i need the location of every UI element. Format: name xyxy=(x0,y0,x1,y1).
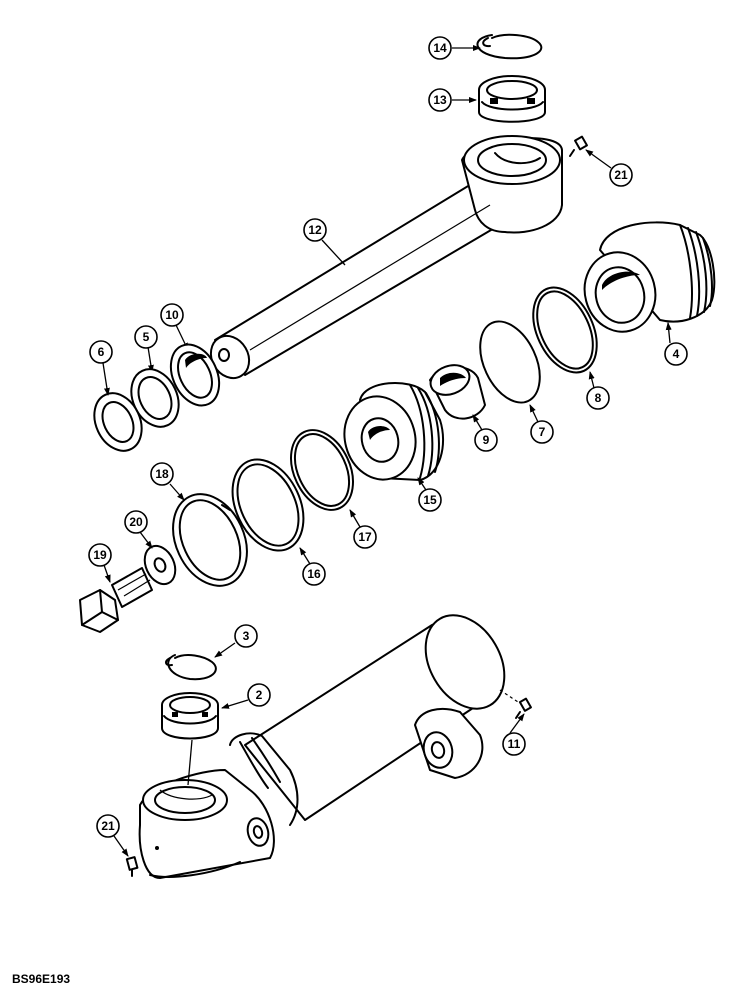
callout-label-17: 17 xyxy=(358,530,372,544)
callout-label-9: 9 xyxy=(483,433,490,447)
callout-label-19: 19 xyxy=(93,548,107,562)
bearing-part-13 xyxy=(478,75,546,123)
bleed-screw-part-11 xyxy=(499,689,532,719)
callout-12: 12 xyxy=(303,218,346,266)
callout-15: 15 xyxy=(417,477,442,512)
piston-part-15 xyxy=(343,382,445,481)
callout-label-13: 13 xyxy=(433,93,447,107)
o-ring-part-7 xyxy=(479,320,541,404)
callout-18: 18 xyxy=(150,462,185,501)
callout-5: 5 xyxy=(134,325,158,373)
gland-part-4 xyxy=(583,221,716,333)
callout-3: 3 xyxy=(214,624,258,658)
spacer-part-9 xyxy=(429,364,486,420)
wear-ring-part-18 xyxy=(172,493,248,587)
callout-13: 13 xyxy=(428,88,477,112)
callout-21-top: 21 xyxy=(585,149,633,187)
snap-ring-part-14 xyxy=(476,33,543,60)
callout-label-15: 15 xyxy=(423,493,437,507)
callout-21-bottom: 21 xyxy=(96,814,129,857)
callout-label-20: 20 xyxy=(129,515,143,529)
figure-code: BS96E193 xyxy=(12,972,71,986)
callout-label-16: 16 xyxy=(307,567,321,581)
callout-16: 16 xyxy=(299,547,326,586)
ring-part-17 xyxy=(290,429,354,511)
callout-7: 7 xyxy=(529,404,554,444)
callout-11: 11 xyxy=(502,713,526,756)
seal-part-16 xyxy=(231,458,305,552)
snap-ring-part-3 xyxy=(164,654,217,681)
bolt-part-19 xyxy=(79,567,153,633)
callout-label-18: 18 xyxy=(155,467,169,481)
callout-label-12: 12 xyxy=(308,223,322,237)
callout-label-5: 5 xyxy=(143,330,150,344)
callout-label-10: 10 xyxy=(165,308,179,322)
grease-fitting-part-21-bottom xyxy=(125,856,139,877)
callout-4: 4 xyxy=(664,322,688,366)
callout-label-21-bottom: 21 xyxy=(101,819,115,833)
callout-label-11: 11 xyxy=(508,737,521,751)
callout-10: 10 xyxy=(160,303,189,351)
callout-label-3: 3 xyxy=(243,629,250,643)
bearing-part-2 xyxy=(161,692,219,740)
cylinder-barrel xyxy=(138,614,506,879)
grease-fitting-part-21-top xyxy=(569,135,588,157)
callout-9: 9 xyxy=(472,414,498,452)
callout-8: 8 xyxy=(586,371,610,410)
piston-rod-part-12 xyxy=(209,135,563,380)
callout-14: 14 xyxy=(428,36,481,60)
callout-6-with-part-5-6-10: 6 xyxy=(89,340,221,452)
callout-label-4: 4 xyxy=(673,347,680,361)
callout-2: 2 xyxy=(221,683,271,709)
callout-label-21-top: 21 xyxy=(614,168,628,182)
callout-19: 19 xyxy=(88,543,112,583)
callout-label-7: 7 xyxy=(539,425,546,439)
callout-label-2: 2 xyxy=(256,688,263,702)
callout-17: 17 xyxy=(349,509,377,549)
callout-20: 20 xyxy=(124,510,153,549)
callout-label-8: 8 xyxy=(595,391,602,405)
callout-label-6: 6 xyxy=(98,345,105,359)
backup-ring-part-8 xyxy=(532,286,598,374)
callout-label-14: 14 xyxy=(433,41,447,55)
